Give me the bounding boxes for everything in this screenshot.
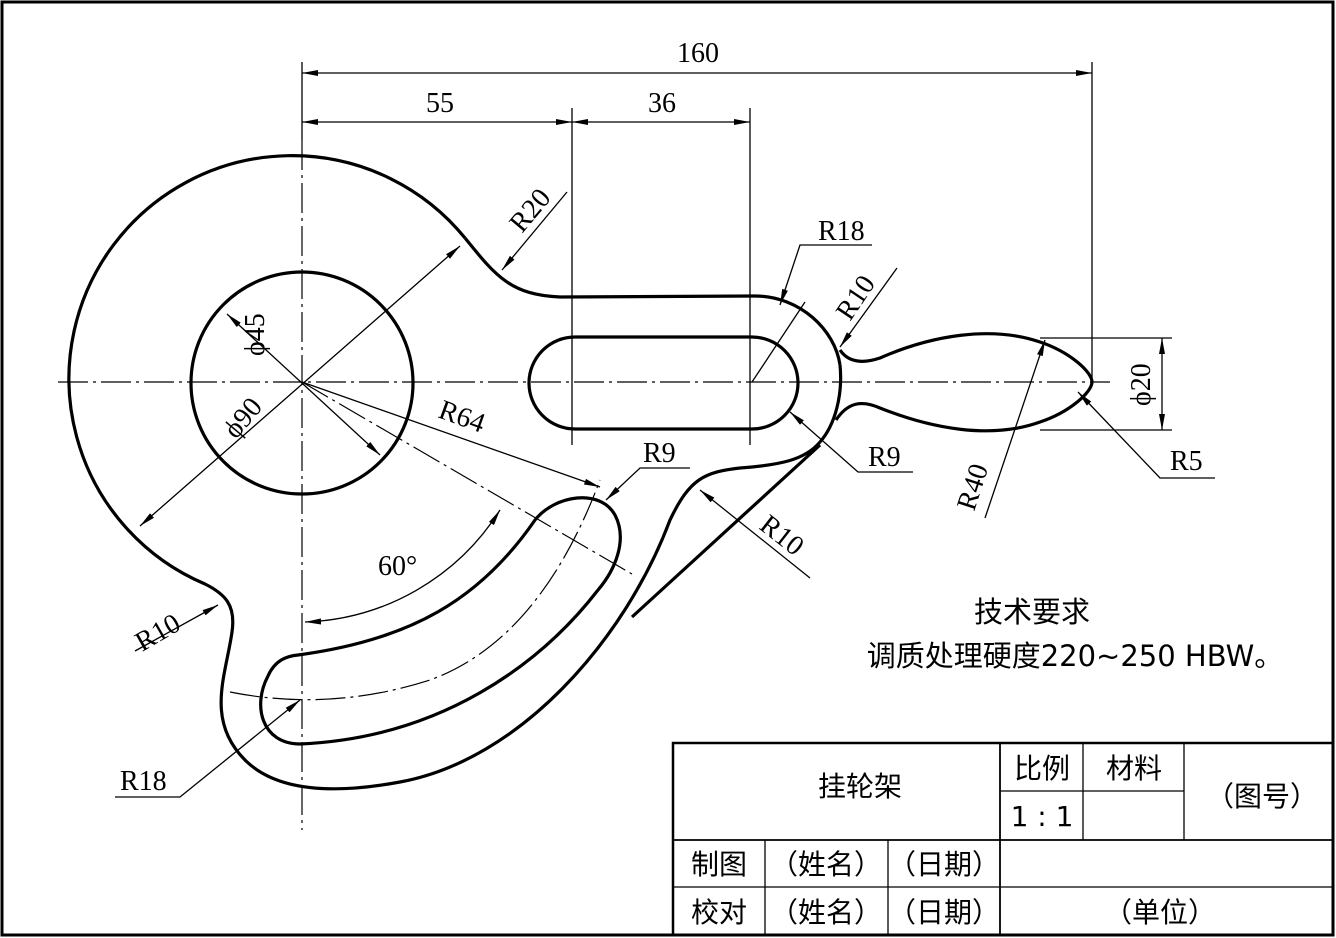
- dim-r10-neck: R10: [830, 270, 882, 326]
- drawing-number: （图号）: [1206, 780, 1318, 813]
- dim-phi20: ϕ20: [1126, 363, 1157, 406]
- requirements-title: 技术要求: [974, 595, 1090, 629]
- checked-date: （日期）: [888, 896, 1000, 929]
- scale-label: 比例: [1014, 752, 1070, 785]
- part-name: 挂轮架: [818, 770, 902, 803]
- dim-60deg: 60°: [378, 551, 417, 582]
- drawn-label: 制图: [691, 848, 747, 881]
- dim-r64: R64: [435, 394, 489, 439]
- arc-slot: [259, 496, 622, 746]
- dim-r20: R20: [504, 183, 558, 239]
- checked-name: （姓名）: [770, 896, 882, 929]
- dim-55: 55: [426, 88, 454, 119]
- part-outline: [67, 154, 1094, 791]
- technical-requirements: 技术要求 调质处理硬度220~250 HBW。: [867, 595, 1284, 673]
- dim-160: 160: [677, 38, 719, 69]
- scale-value: 1 : 1: [1011, 800, 1074, 833]
- dim-36: 36: [648, 88, 676, 119]
- dimension-texts: 160 55 36 R20 R18 R10 ϕ20 R5 R40 R9 R10 …: [120, 38, 1203, 797]
- dim-r18-top: R18: [818, 216, 865, 247]
- dim-phi90: ϕ90: [218, 392, 269, 445]
- dim-r9-arc: R9: [643, 438, 676, 469]
- straight-slot: [527, 335, 800, 431]
- title-block: 挂轮架 比例 材料 （图号） 1 : 1 制图 校对 （姓名） （日期） （姓名…: [671, 741, 1335, 937]
- dim-r5: R5: [1170, 446, 1203, 477]
- checked-label: 校对: [691, 896, 747, 929]
- requirements-text: 调质处理硬度220~250 HBW。: [867, 639, 1284, 673]
- center-lines: [58, 140, 1110, 830]
- dim-phi45: ϕ45: [240, 313, 271, 356]
- dim-r10-right: R10: [754, 509, 810, 562]
- dim-r9-slot: R9: [868, 442, 901, 473]
- material-label: 材料: [1106, 752, 1162, 785]
- unit-name: （单位）: [1104, 896, 1216, 929]
- drawn-name: （姓名）: [770, 848, 882, 881]
- drawn-date: （日期）: [888, 848, 1000, 881]
- dim-r10-left: R10: [130, 608, 186, 658]
- dimension-lines: [115, 62, 1215, 798]
- dim-r18-bottom: R18: [120, 766, 167, 797]
